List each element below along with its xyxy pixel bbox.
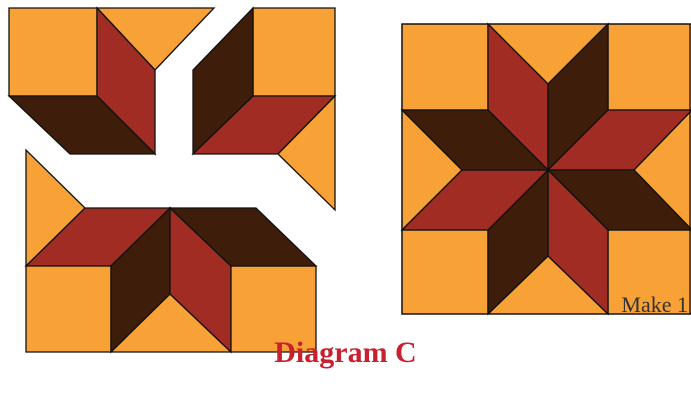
orange-triangle — [277, 94, 336, 212]
orange-square — [607, 23, 691, 111]
diagram-caption: Diagram C — [274, 336, 417, 369]
orange-square — [401, 23, 489, 111]
brown-star-point — [400, 109, 550, 171]
quilt-pieces — [7, 6, 691, 354]
orange-square — [401, 229, 489, 315]
orange-square — [8, 7, 98, 97]
brown-diamond — [168, 207, 318, 267]
block-frame — [401, 23, 691, 315]
make-count-note: Make 1 — [621, 292, 688, 317]
orange-square — [252, 7, 336, 97]
brown-diamond — [7, 95, 157, 155]
